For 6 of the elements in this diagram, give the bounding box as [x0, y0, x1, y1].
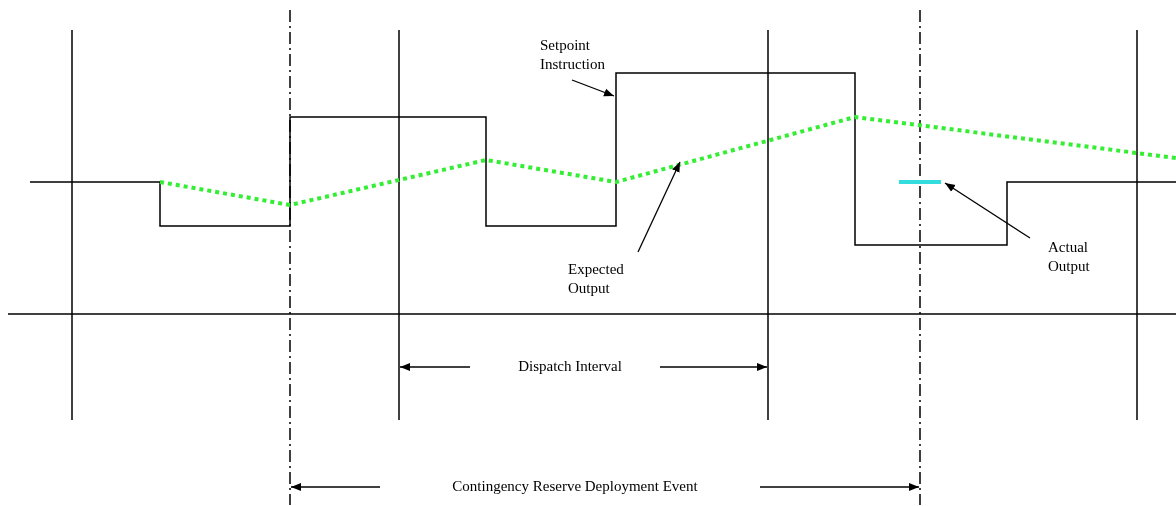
leader-line	[637, 161, 681, 253]
callout-text: Actual Output	[1048, 238, 1128, 276]
leader-line	[944, 182, 1031, 239]
leader-line	[571, 79, 615, 97]
callout-text: Expected Output	[568, 260, 648, 298]
callout-text: Setpoint Instruction	[540, 36, 620, 74]
